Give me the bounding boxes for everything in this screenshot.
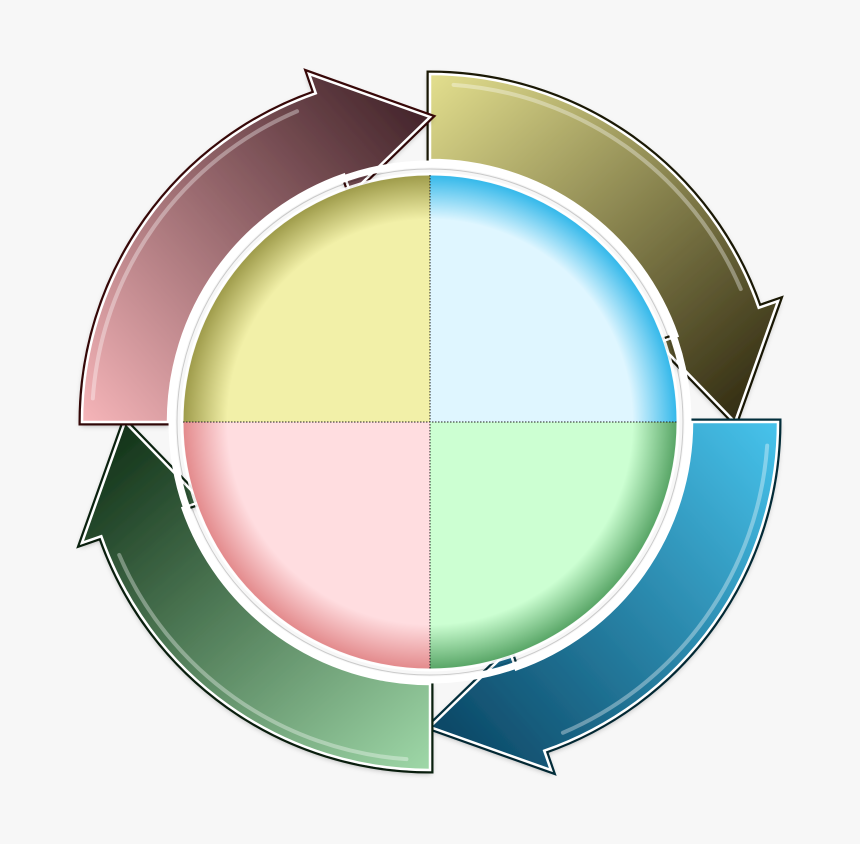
arrow-top-right-to-bottom-right [423, 418, 782, 776]
ring-shadow [176, 168, 684, 676]
rings-layer [168, 160, 692, 684]
quadrant-bottom-right [430, 422, 677, 669]
arrow-top-left-to-top-right [426, 70, 784, 429]
arrow-bottom-left-to-top-left [78, 68, 437, 426]
arrow-body [428, 72, 781, 425]
arrows-layer [76, 68, 784, 776]
quadrant-top-right [430, 175, 677, 422]
arrow-bottom-right-to-bottom-left [76, 415, 434, 774]
arrow-highlight [117, 552, 409, 762]
quadrant-bottom-left [183, 422, 430, 669]
arrow-body [79, 419, 432, 772]
quadrants-layer [183, 175, 677, 669]
outer-white-ring [168, 160, 692, 684]
arrow-highlight [90, 109, 300, 401]
inner-white-ring [180, 172, 680, 672]
arrow-body [80, 71, 433, 424]
dividers-layer [183, 175, 677, 669]
arrow-highlight [451, 82, 743, 292]
quadrant-top-left [183, 175, 430, 422]
arrow-highlight [560, 443, 770, 735]
arrow-body [427, 420, 780, 773]
